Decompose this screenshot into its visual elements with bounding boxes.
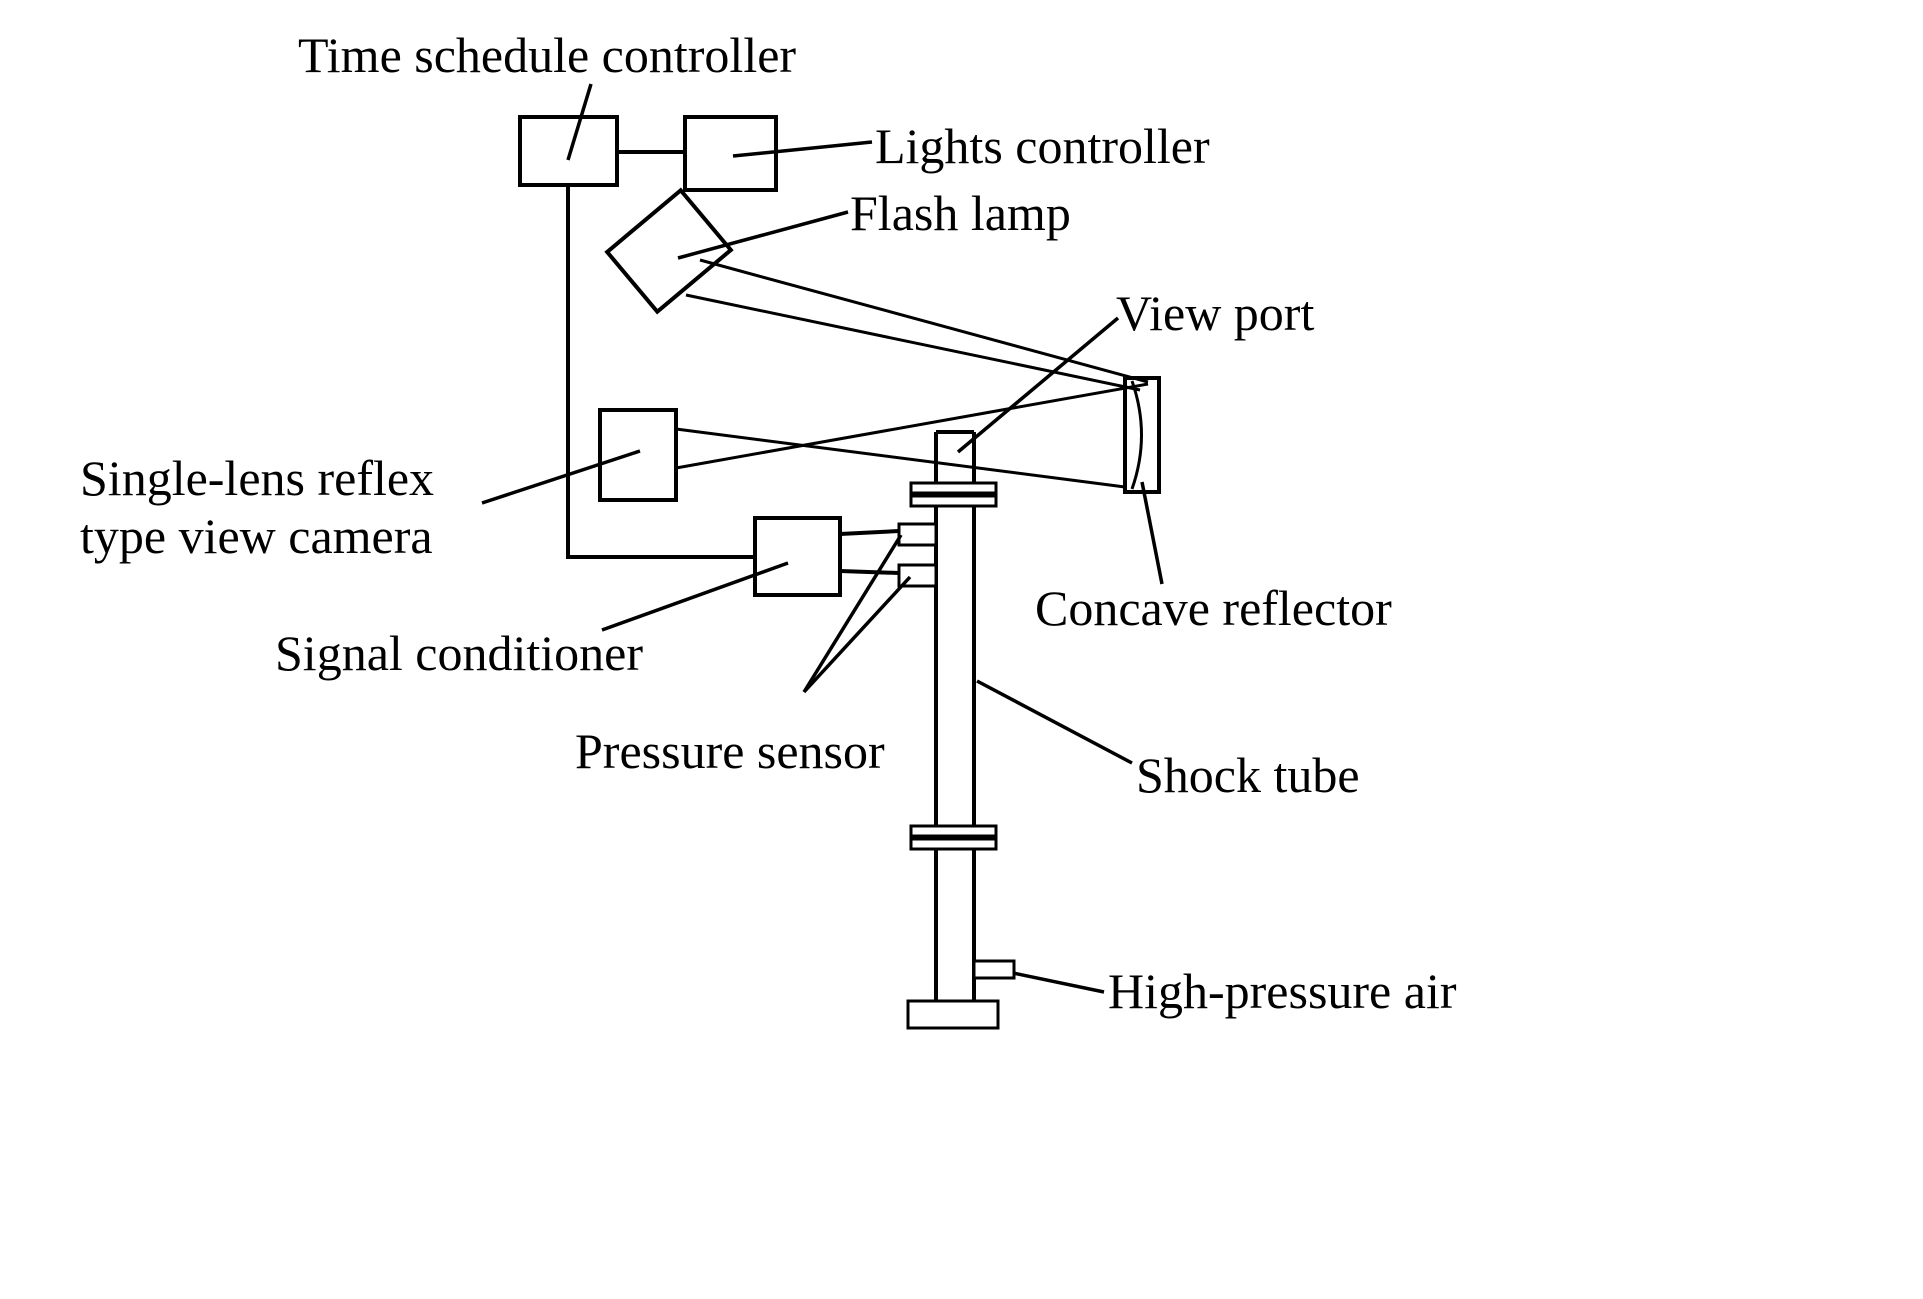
lower-flange-bar-2	[909, 837, 998, 851]
flash-ray-2	[685, 293, 1141, 392]
wire-conditioner-to-sensor-2	[839, 569, 900, 575]
upper-flange-bar-2	[909, 494, 998, 508]
wire-conditioner-to-sensor-1	[839, 529, 900, 536]
label-camera-line1: Single-lens reflex	[80, 450, 434, 506]
leader-view-port	[956, 316, 1120, 454]
label-shock-tube: Shock tube	[1136, 747, 1360, 803]
leader-signal-conditioner	[601, 561, 789, 632]
time-schedule-controller-box	[518, 115, 619, 187]
camera-box	[598, 408, 678, 502]
leader-camera	[481, 449, 641, 505]
leader-time-schedule-controller	[566, 83, 593, 161]
camera-ray-top	[675, 427, 1126, 489]
label-signal-conditioner: Signal conditioner	[275, 625, 643, 681]
leader-pressure-sensor-1	[802, 534, 903, 693]
leader-flash-lamp	[677, 210, 849, 260]
signal-conditioner-box	[753, 516, 842, 597]
high-pressure-air-pipe	[972, 959, 1016, 980]
upper-flange-bar-1	[909, 481, 998, 495]
shock-tube-base-plate	[906, 999, 1000, 1030]
leader-pressure-sensor-2	[802, 575, 912, 694]
leader-shock-tube	[976, 679, 1133, 765]
flash-ray-1	[699, 258, 1149, 384]
camera-ray-bottom	[675, 382, 1149, 470]
label-pressure-sensor: Pressure sensor	[575, 723, 885, 779]
wire-tsc-to-signal-conditioner	[566, 185, 755, 559]
label-lights-controller: Lights controller	[875, 118, 1210, 174]
concave-reflector-mirror-surface	[1130, 380, 1143, 490]
flash-lamp-box	[604, 187, 734, 315]
lower-flange-bar-1	[909, 824, 998, 838]
label-view-port: View port	[1116, 285, 1314, 341]
leader-lights-controller	[732, 140, 873, 158]
pressure-sensor-1	[897, 522, 938, 547]
label-concave-reflector: Concave reflector	[1035, 580, 1392, 636]
label-high-pressure-air: High-pressure air	[1108, 963, 1457, 1019]
leader-high-pressure-air	[1012, 971, 1105, 994]
label-flash-lamp: Flash lamp	[850, 185, 1071, 241]
leader-concave-reflector	[1140, 481, 1164, 585]
label-camera-line2: type view camera	[80, 508, 433, 564]
label-time-schedule-controller: Time schedule controller	[298, 27, 796, 83]
